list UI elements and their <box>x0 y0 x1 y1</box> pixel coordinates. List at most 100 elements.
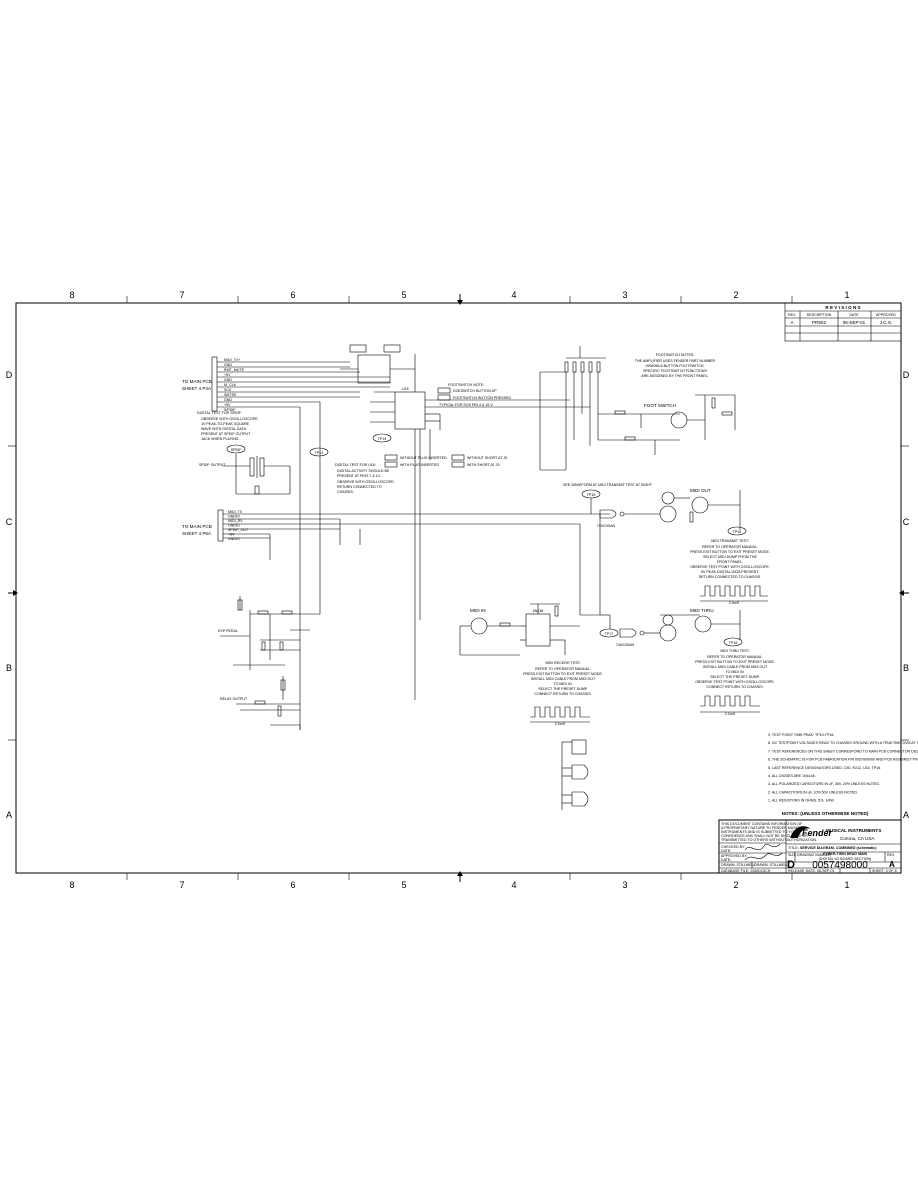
note-row: FOOTSWITCH BUTTON PRESSED <box>453 396 511 400</box>
release-date: RELEASE DATE: 06-SEP-01 <box>788 869 834 873</box>
test-point-label: TP16 <box>733 530 742 534</box>
pin-label: +5V <box>228 533 235 537</box>
company-location: Corona, CA USA <box>840 836 875 841</box>
pin-label: GNDIO <box>228 537 240 541</box>
proprietary-notice: THIS DOCUMENT CONTAINS INFORMATION OF A … <box>721 822 817 842</box>
note-line: INSTALL MIDI CABLE FROM MIDI OUT <box>531 677 596 681</box>
spdif-output-label: SPDIF OUTPUT <box>199 463 226 467</box>
zone-labels-top: 8 7 6 5 4 3 2 1 <box>69 290 849 300</box>
zone-label: 3 <box>622 880 627 890</box>
exp-pedal-label: EXP PEDAL <box>218 629 238 633</box>
pin-label: SCK <box>224 388 232 392</box>
spdif-label: SPDIF <box>231 448 242 452</box>
note-title: MIDI TRANSMIT TEST: <box>711 539 749 543</box>
general-note-line: 2. ALL CAPACITORS IN uF, 10% 50V UNLESS … <box>768 790 858 794</box>
proprietary-line: TRANSMITTED TO OTHERS WITHOUT AUTHORIZAT… <box>721 838 817 842</box>
zone-label: 5 <box>401 880 406 890</box>
waveform-label: 2.0mS <box>725 712 736 716</box>
rev-value: A <box>889 860 895 869</box>
proprietary-line: THIS DOCUMENT CONTAINS INFORMATION OF <box>721 822 803 826</box>
pin-label: +5V <box>224 403 231 407</box>
note-line: CONNECT RETURN TO CHASSIS. <box>706 685 763 689</box>
general-note-line: 3. ALL POLARIZED CAPACITORS IN uF, 35V, … <box>768 782 880 786</box>
zone-label: B <box>6 663 12 673</box>
connector-label: TO MAIN PCB <box>182 524 212 529</box>
title-block: THIS DOCUMENT CONTAINS INFORMATION OF A … <box>718 819 902 874</box>
pin-label: GND <box>224 398 232 402</box>
general-note-line: 8. DC TESTPOINT VOLTAGES READ TO CHASSIS… <box>768 741 918 745</box>
zone-label: 7 <box>179 880 184 890</box>
test-point-label: TP13 <box>315 451 324 455</box>
midi-receive-note: MIDI RECEIVE TEST: REFER TO OPERATOR MAN… <box>523 661 603 726</box>
company-name: MUSICAL INSTRUMENTS <box>826 828 881 833</box>
general-note-line: 7. TEST REFERENCES ON THIS SHEET CORRESP… <box>768 749 918 753</box>
note-line: REFER TO OPERATOR MANUAL. <box>535 667 591 671</box>
note-line: JACK WHEN PLAYING. <box>201 437 239 441</box>
zone-label: D <box>903 370 910 380</box>
zone-label: A <box>6 810 12 820</box>
note-line: THE AMPLIFIER USES FENDER PART NUMBER <box>635 359 716 363</box>
zone-label: 1 <box>844 880 849 890</box>
zone-label: 2 <box>733 290 738 300</box>
note-line: RETURN CONNECTED TO <box>337 485 382 489</box>
note-line: 0994066 6-BUTTON FOOTSWITCH. <box>645 364 704 368</box>
pin-label: GND <box>224 363 232 367</box>
test-point-label: TP17 <box>605 632 614 636</box>
note-line: RETURN CONNECTED TO CHASSIS. <box>699 575 761 579</box>
main-pcb-connector-2: TO MAIN PCB SHEET 4 P6A MIDI_TXGNDIOMIDI… <box>182 509 249 542</box>
note-title: MIDI THRU TEST: <box>720 649 749 653</box>
drawing-title-2: CYBER-TWIN HEAD MAIN <box>823 852 868 856</box>
database-file: DATABASE FILE: 2000D1SCH <box>721 869 771 873</box>
zone-label: 4 <box>511 880 516 890</box>
proprietary-line: INSTRUMENTS AND IS SUBMITTED TO YOU IN <box>721 830 801 834</box>
rev-header: REV. <box>788 313 796 317</box>
spdif-output-circuit: SPDIF SPDIF OUTPUT <box>199 444 291 495</box>
drawing-title-1: SERVICE DIAGRAM, COMBINED (schematic) <box>800 846 877 850</box>
midi-transmit-callout: SEE WAVEFORM AT MIDI TRANSMIT TEST AT RI… <box>563 483 653 487</box>
test-point-label: TP15 <box>587 493 596 497</box>
footswitch-notes-title: FOOTSWITCH NOTES: <box>656 353 695 357</box>
note-line: OBSERVE WITH OSCILLOSCOPE. <box>201 417 259 421</box>
general-note-line: 9. TEST POINT TIME PEAK: TP10-TP16. <box>768 733 834 737</box>
signal-buses <box>217 361 610 730</box>
note-line: OBSERVE WITH OSCILLOSCOPE. <box>337 480 395 484</box>
general-note-line: 5. LAST REFERENCE DESIGNATORS USED: C50,… <box>768 766 881 770</box>
note-line: SPECIFIC FOOTSWITCH FUNCTIONS <box>643 369 707 373</box>
note-line: TO MIDI IN. <box>553 682 572 686</box>
exp-pedal-circuit: EXP PEDAL <box>218 596 320 670</box>
zone-label: 7 <box>179 290 184 300</box>
note-line: REFER TO OPERATOR MANUAL. <box>702 545 758 549</box>
pin-label: MIDI_TX <box>228 510 243 514</box>
note-line: INSTALL MIDI CABLE FROM MIDI OUT <box>703 665 768 669</box>
zone-label: C <box>903 517 910 527</box>
main-pcb-connector-1: TO MAIN PCB SHEET 4 P4A MIDI_TX+GNDRMT_M… <box>182 356 245 412</box>
drawing-number-label: DRAWING NUMBER <box>797 853 831 857</box>
note-line: PRESS EXIT BUTTON TO EXIT PRESET MODE. <box>695 660 775 664</box>
size-label: SIZE <box>788 853 797 857</box>
pin-label: GNDIO <box>228 515 240 519</box>
midi-out-label: MIDI OUT <box>690 488 711 493</box>
ic-label: 74HC00AN <box>616 643 635 647</box>
pin-label: SMTEE <box>224 393 237 397</box>
note-line: DIGITAL ACTIVITY SHOULD BE <box>337 469 390 473</box>
footswitch-circuit: FOOTSWITCH NOTES: THE AMPLIFIER USES FEN… <box>539 346 736 471</box>
drawn-by-2: DRAWN: STILLWELL <box>754 863 789 867</box>
zone-label: 5 <box>401 290 406 300</box>
zone-label: 8 <box>69 880 74 890</box>
note-line: REFER TO OPERATOR MANUAL. <box>707 655 763 659</box>
note-row: TYPICAL FOR SOS PIN 4 & 16 V. <box>439 403 493 407</box>
pin-label: MIDI_TX+ <box>224 358 240 362</box>
note-line: OBSERVE TEST POINT WITH OSCILLOSCOPE. <box>695 680 775 684</box>
pin-label: +5V <box>224 373 231 377</box>
midi-in-label: MIDI IN <box>470 608 486 613</box>
spdif-test-note: DIGITAL TEST FOR SPDIF: OBSERVE WITH OSC… <box>197 411 259 441</box>
note-row: DOESWITCH BUTTON UP <box>453 389 497 393</box>
zone-labels-side: D C B A D C B A <box>6 370 910 820</box>
note-title: DIGITAL TEST FOR U16: <box>335 463 376 467</box>
note-line: WAVE WITH DIGITAL DATA <box>201 427 247 431</box>
revisions-table: R E V I S I O N S REV. DESCRIPTION DATE … <box>784 302 902 342</box>
note-line: PRESENT AT SPDIF OUTPUT <box>201 432 251 436</box>
footswitch-label: FOOT SWITCH <box>644 403 676 408</box>
spare-gates <box>561 739 589 810</box>
